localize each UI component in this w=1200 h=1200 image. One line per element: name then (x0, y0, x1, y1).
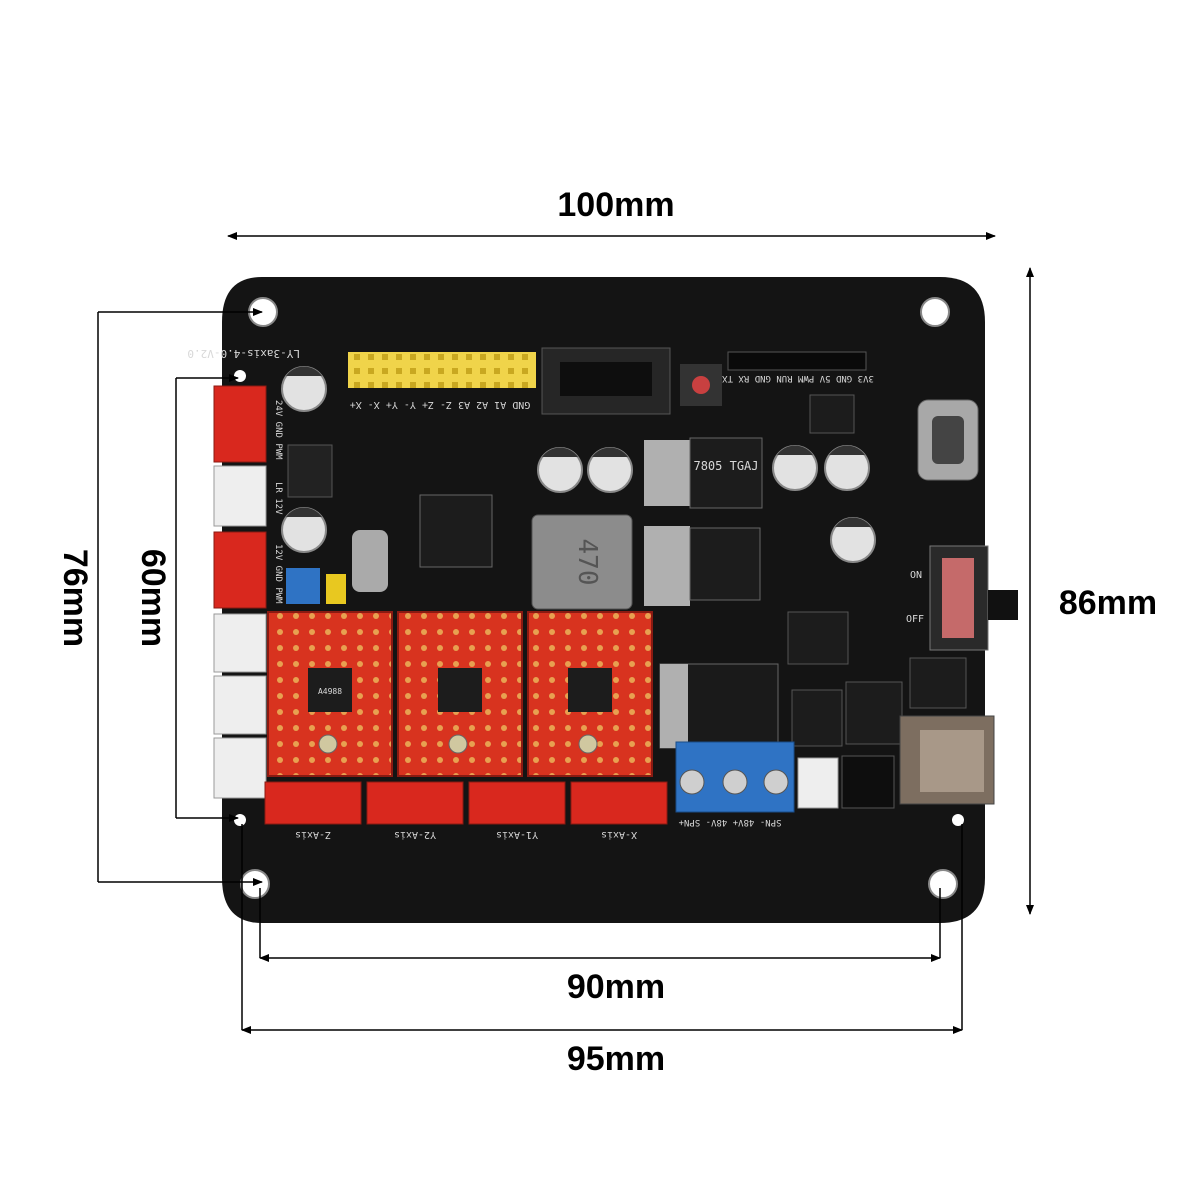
axis-connector-x (570, 781, 668, 825)
capacitor-right-3 (830, 517, 876, 563)
reset-button-icon (692, 376, 710, 394)
regulator-heatsink (644, 440, 690, 506)
inductor-marking: 470 (572, 539, 602, 586)
buck-converter-chip (689, 527, 761, 601)
diode-ss5m (909, 657, 967, 709)
microcontroller-chip (419, 494, 493, 568)
left-connector-red-1 (213, 385, 267, 463)
capacitor-right-1 (772, 445, 818, 491)
power-switch-slider (942, 558, 974, 638)
dc-power-jack-opening (920, 730, 984, 792)
power-switch-lever (988, 590, 1018, 620)
left-connector-white-2 (213, 613, 267, 673)
dim-label-right: 86mm (1059, 584, 1157, 622)
capacitor-left-lower (281, 507, 327, 553)
inductor-470 (531, 514, 633, 610)
axis-connector-y1 (468, 781, 566, 825)
dim-label-bottom-outer: 95mm (567, 1040, 665, 1078)
regulator-7805 (689, 437, 763, 509)
mounting-hole-top-right (920, 297, 950, 327)
switch-label-on: ON (910, 570, 922, 581)
small-hole-left-top (234, 370, 246, 382)
small-hole-left-bottom (234, 814, 246, 826)
small-hole-right-bottom (952, 814, 964, 826)
small-ic-top (809, 394, 855, 434)
serial-header-labels: 3V3 GND 5V PWM RUN GND RX TX (722, 373, 874, 383)
axis-label-y2: Y2-Axis (394, 829, 436, 840)
mosfet-kb2910a-tab (660, 664, 688, 748)
capacitor-mid-2 (587, 447, 633, 493)
serial-header (727, 351, 867, 371)
switch-label-off: OFF (906, 614, 924, 625)
left-label-3: 12V GND PWM (273, 544, 283, 604)
stepper-driver-1 (267, 611, 393, 777)
regulator-marking: 7805 TGAJ (693, 459, 758, 473)
jumper-blue (286, 568, 320, 604)
transistor-ss56 (787, 611, 849, 665)
left-connector-white-1 (213, 465, 267, 527)
buck-heatsink (644, 526, 690, 606)
spindle-white-connector (797, 757, 839, 809)
mounting-hole-bottom-right (928, 869, 958, 899)
axis-label-x: X-Axis (601, 829, 637, 840)
left-connector-white-4 (213, 737, 267, 799)
pin-header-labels: GND A1 A2 A3 Z- Z+ Y- Y+ X- X+ (350, 399, 531, 410)
dim-label-bottom-inner: 90mm (567, 968, 665, 1006)
dim-label-top: 100mm (557, 186, 674, 224)
capacitor-mid-1 (537, 447, 583, 493)
laser-black-connector (841, 755, 895, 809)
crystal-oscillator (352, 530, 388, 592)
dim-label-left-inner: 60mm (134, 549, 172, 647)
axis-connector-z (264, 781, 362, 825)
mosfet-50n06 (845, 681, 903, 745)
left-connector-white-3 (213, 675, 267, 735)
mosfet-30n06 (287, 444, 333, 498)
left-connector-red-2 (213, 531, 267, 609)
axis-label-y1: Y1-Axis (496, 829, 538, 840)
left-label-1: 24V GND PWM (273, 400, 283, 460)
stepper-driver-3 (527, 611, 653, 777)
jumper-yellow (326, 574, 346, 604)
mounting-hole-bottom-left (240, 869, 270, 899)
yellow-pin-header (348, 352, 536, 388)
dim-label-left-outer: 76mm (56, 549, 94, 647)
dimension-annotations (97, 232, 1034, 1034)
box-header-socket (560, 362, 652, 396)
mosfet-gk140 (791, 689, 843, 747)
board-title: LY-3axis-4.0-V2.0 (187, 347, 300, 360)
axis-label-z: Z-Axis (295, 829, 331, 840)
stepper-driver-2 (397, 611, 523, 777)
usb-c-opening (932, 416, 964, 464)
terminal-labels: SPN- 48V+ 48V- SPN+ (678, 817, 782, 827)
capacitor-47-50v (281, 366, 327, 412)
axis-connector-y2 (366, 781, 464, 825)
capacitor-right-2 (824, 445, 870, 491)
left-label-2: LR 12V (273, 482, 283, 515)
driver-chip-marking-1: A4988 (318, 687, 342, 696)
pcb-board: LY-3axis-4.0-V2.0 GND A1 A2 A3 Z- Z+ Y- … (187, 277, 1018, 923)
